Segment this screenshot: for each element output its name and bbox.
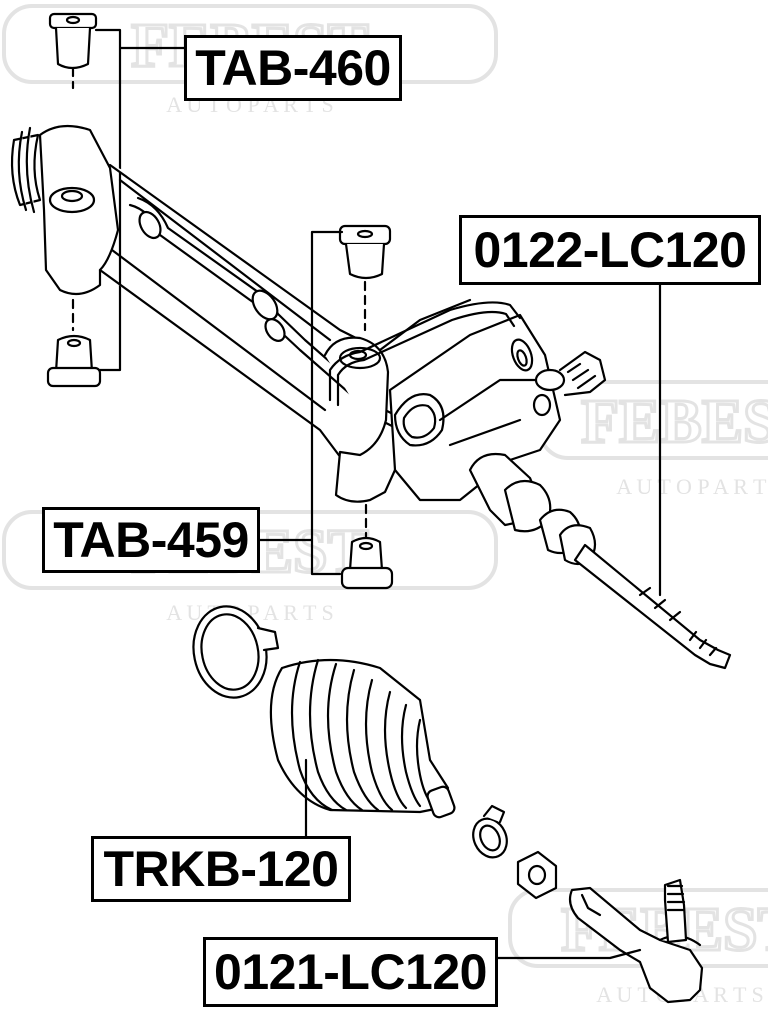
label-0121-lc120: 0121-LC120 [203, 937, 498, 1007]
label-trkb-120: TRKB-120 [91, 836, 351, 902]
rack-boot [269, 658, 456, 819]
inner-tie-rod [573, 543, 732, 670]
watermark-tagline-right: A U T O P A R T S [616, 474, 768, 499]
leader-tab460 [94, 28, 186, 372]
bushing-top-upper [48, 12, 98, 70]
tie-rod-nut [516, 850, 558, 900]
boot-small-clip [472, 804, 508, 859]
bushing-bottom-upper [338, 224, 392, 280]
label-0122-lc120: 0122-LC120 [459, 215, 761, 285]
watermark-brand-right: FEBEST [581, 388, 768, 456]
bushing-bottom-lower [340, 536, 394, 590]
label-tab-459: TAB-459 [42, 507, 260, 573]
boot-clamp [192, 605, 280, 699]
tie-rod-end [568, 878, 704, 1004]
leader-0121 [496, 948, 642, 960]
axis-dash-middle [363, 280, 368, 540]
leader-tab459 [258, 230, 344, 576]
label-tab-460: TAB-460 [184, 35, 402, 101]
bushing-top-lower [46, 334, 102, 388]
rack-housing [10, 124, 607, 566]
watermark-right: FEBEST A U T O P A R T S [538, 380, 768, 499]
